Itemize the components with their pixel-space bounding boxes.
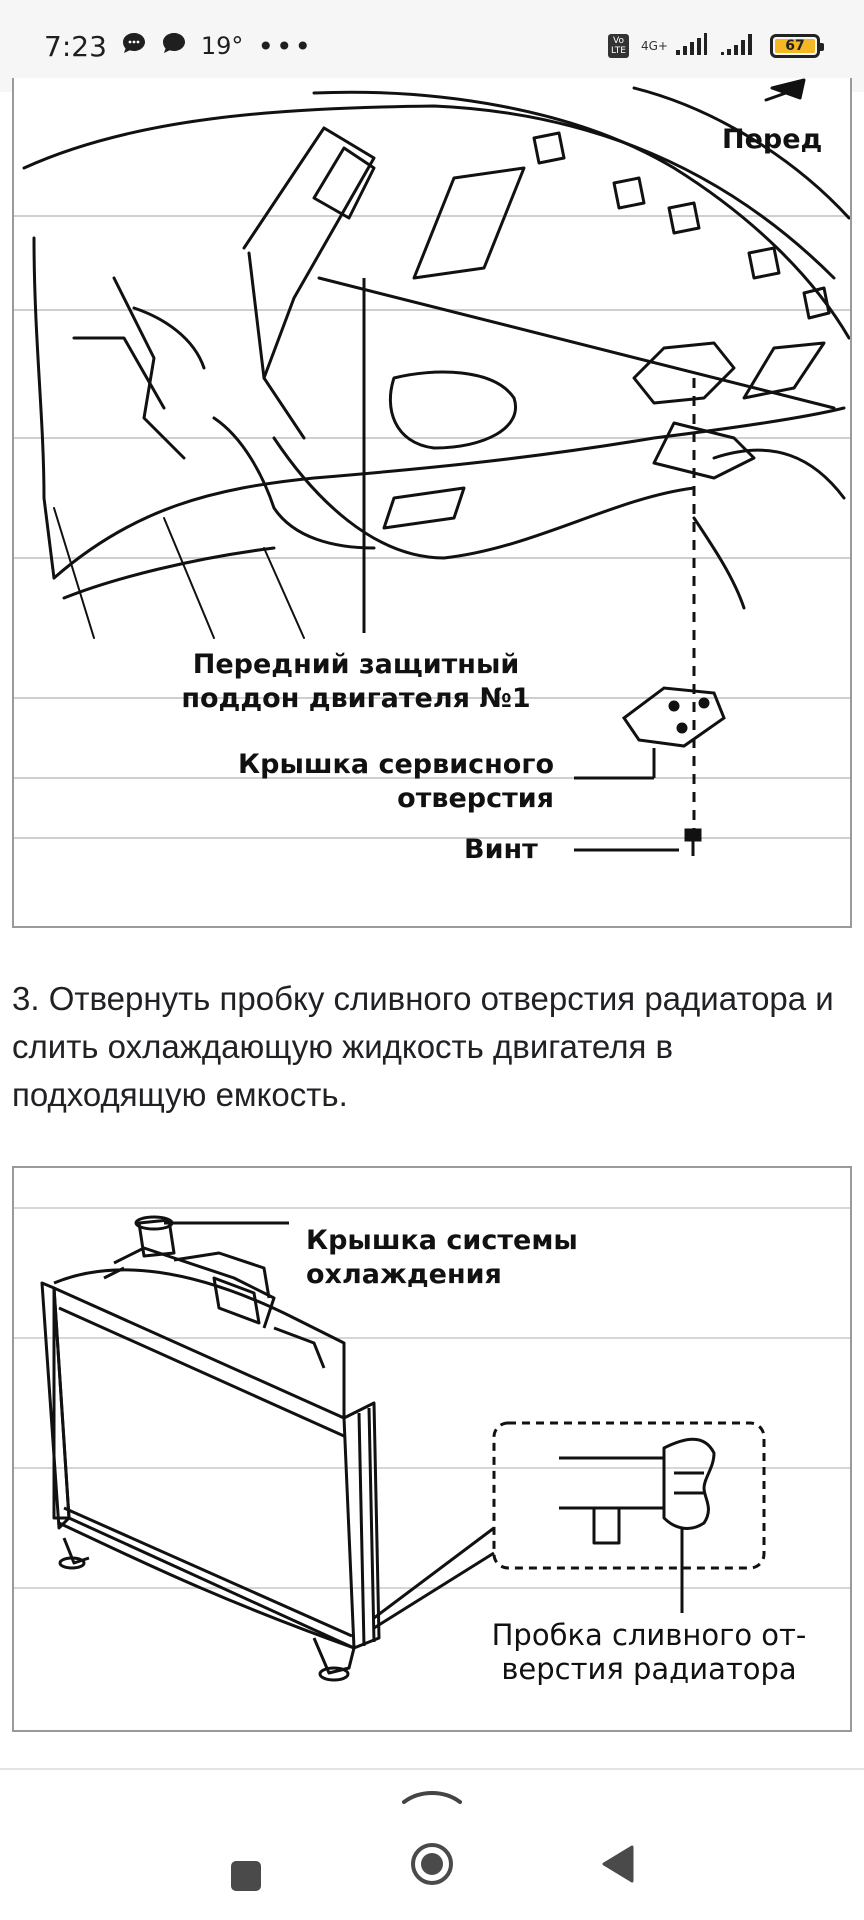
back-button[interactable] [582, 1830, 654, 1902]
step-3-text: 3. Отвернуть пробку сливного отверстия р… [12, 980, 834, 1113]
network-type: 4G+ [641, 39, 668, 53]
back-icon [600, 1844, 636, 1888]
battery-level: 67 [785, 38, 805, 54]
chat-bubble-icon [121, 31, 147, 62]
engine-cover-diagram: Перед Передний защитный поддон двигателя… [12, 78, 852, 928]
radiator-diagram: Крышка системы охлаждения Пробка сливног… [12, 1166, 852, 1732]
status-left: 7:23 19° ••• [44, 30, 313, 63]
recent-apps-button[interactable] [210, 1842, 282, 1914]
home-icon [409, 1841, 455, 1891]
front-pan-label: Передний защитный поддон двигателя №1 [181, 649, 531, 714]
home-button[interactable] [396, 1830, 468, 1902]
service-cover-label: Крышка сервисного отверстия [238, 749, 554, 814]
battery-icon: 67 [770, 34, 824, 58]
cooling-cap-label: Крышка системы охлаждения [306, 1225, 578, 1290]
engine-cover-drawing [14, 78, 850, 856]
front-label: Перед [722, 124, 823, 155]
signal-icon-1 [674, 32, 708, 60]
signal-icon-2 [720, 32, 758, 60]
weather-temperature: 19° [200, 32, 244, 60]
nav-divider [0, 1768, 864, 1770]
chevron-up-icon[interactable] [398, 1782, 466, 1810]
radiator-drawing [14, 1207, 850, 1682]
message-icon [161, 31, 187, 62]
recent-apps-icon [229, 1859, 263, 1897]
screw-label: Винт [464, 834, 538, 865]
more-notifications-icon: ••• [257, 29, 313, 63]
clock: 7:23 [44, 29, 107, 63]
drain-plug-label: Пробка сливного от- верстия радиатора [491, 1618, 807, 1686]
